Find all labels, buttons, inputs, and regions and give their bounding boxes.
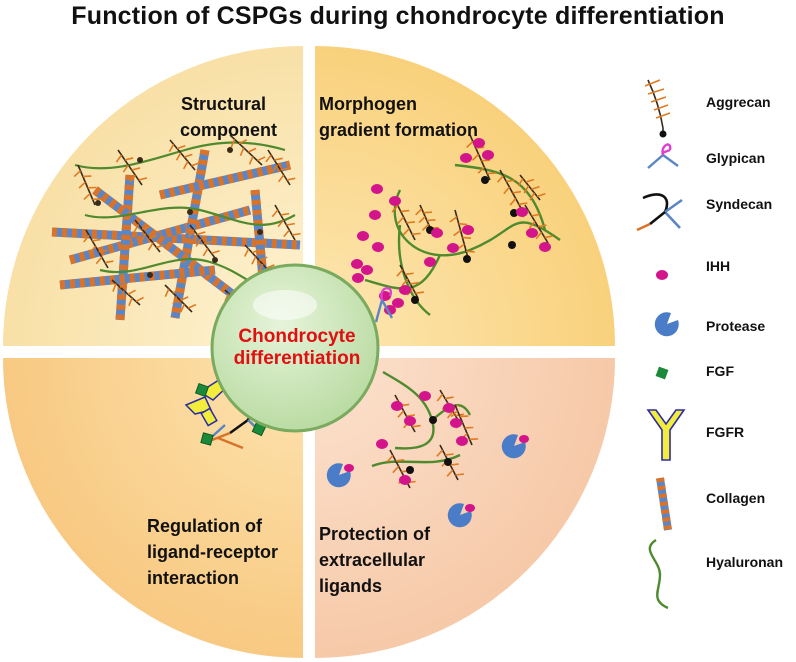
glypican-icon [647, 143, 679, 169]
collagen-fiber [59, 265, 216, 290]
center-label-line1: Chondrocyte [238, 326, 355, 347]
quadrant-label-tr-2: gradient formation [319, 120, 478, 140]
syndecan-icon [636, 193, 683, 232]
quadrant-label-br-2: extracellular [319, 550, 425, 570]
ligand-receptor [184, 377, 267, 450]
chondrocyte-cell: Chondrocyte differentiation [210, 263, 380, 433]
fgf-icon [655, 366, 669, 380]
structural-network [51, 134, 301, 321]
quadrant-label-bl-3: interaction [147, 568, 239, 588]
quadrant-label-bl-2: ligand-receptor [147, 542, 278, 562]
center-label-line2: differentiation [234, 348, 361, 369]
hyaluronan-icon [648, 538, 669, 610]
quadrant-top-right [315, 46, 615, 346]
legend-label-aggrecan: Aggrecan [706, 94, 771, 110]
ligand-protection [326, 370, 529, 528]
collagen-fiber [92, 186, 243, 304]
aggrecan-icon [644, 79, 671, 138]
legend-label-hyaluronan: Hyaluronan [706, 554, 783, 570]
protease-icon [654, 312, 679, 337]
ihh-icon [656, 270, 668, 280]
morphogen-gradient [351, 134, 561, 323]
legend-label-fgf: FGF [706, 363, 734, 379]
ihh-cluster [351, 138, 551, 315]
quadrant-label-br-1: Protection of [319, 524, 431, 544]
fgfr-icon [646, 409, 686, 461]
legend: Aggrecan Glypican Syndecan IHH Protease … [636, 79, 783, 610]
quadrant-label-br-3: ligands [319, 576, 382, 596]
legend-label-ihh: IHH [706, 258, 730, 274]
legend-label-glypican: Glypican [706, 150, 765, 166]
figure-title: Function of CSPGs during chondrocyte dif… [71, 2, 725, 30]
legend-label-fgfr: FGFR [706, 424, 744, 440]
collagen-fiber [158, 160, 292, 200]
quadrant-label-tl-2: component [180, 120, 277, 140]
quadrant-label-tl-1: Structural [181, 94, 266, 114]
legend-label-collagen: Collagen [706, 490, 765, 506]
legend-label-protease: Protease [706, 318, 765, 334]
collagen-icon [656, 477, 672, 531]
quadrant-label-bl-1: Regulation of [147, 516, 263, 536]
legend-label-syndecan: Syndecan [706, 196, 772, 212]
protease-group [326, 434, 529, 528]
quadrant-label-tr-1: Morphogen [319, 94, 417, 114]
quadrant-top-left [3, 46, 303, 346]
